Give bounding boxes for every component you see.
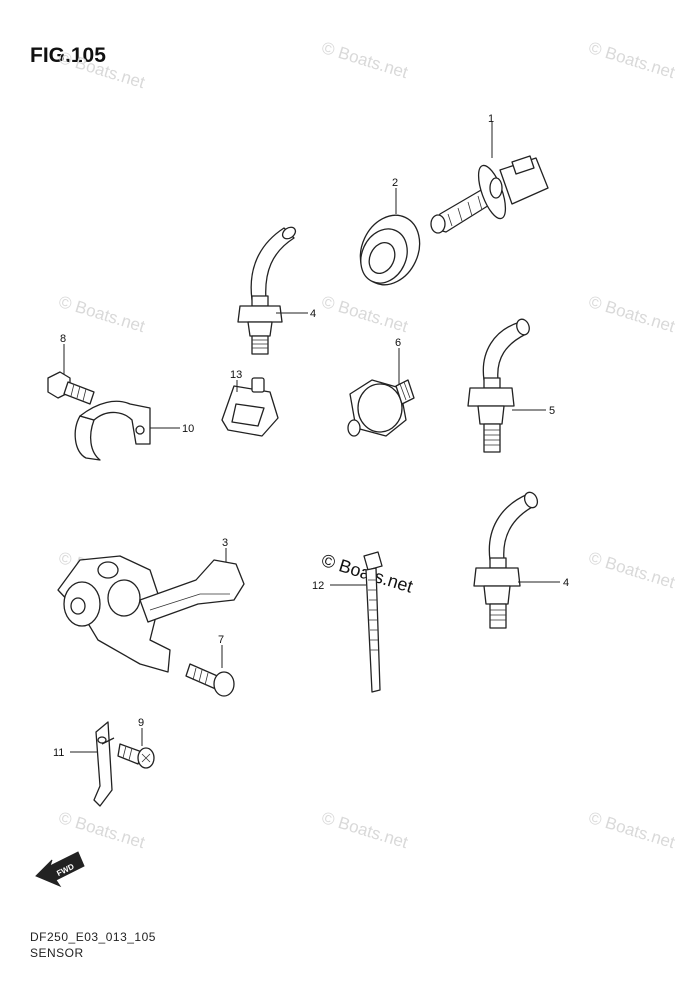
callout-4-lower: 4 <box>563 577 569 589</box>
callout-5: 5 <box>549 405 555 417</box>
part-9-screw <box>117 743 155 769</box>
part-4-sensor-upper <box>237 226 297 355</box>
figure-title: FIG.105 <box>30 44 106 67</box>
part-8-bolt <box>47 371 95 405</box>
figure-code: DF250_E03_013_105 <box>30 930 156 944</box>
part-10-clamp <box>74 400 151 461</box>
callout-11: 11 <box>53 747 64 759</box>
part-2-grommet <box>359 214 421 286</box>
callout-10: 10 <box>182 423 194 435</box>
leader-lines <box>63 122 560 753</box>
callout-12: 12 <box>312 580 324 592</box>
callout-8: 8 <box>60 333 66 345</box>
figure-caption: SENSOR <box>30 946 84 960</box>
part-3-sensor-assembly <box>57 555 245 673</box>
part-7-bolt <box>185 663 235 697</box>
part-13-clip <box>221 377 279 437</box>
part-11-clip <box>93 721 115 807</box>
part-6-sensor <box>347 379 415 437</box>
part-1-sensor <box>430 155 549 234</box>
part-12-cable-tie <box>363 551 383 693</box>
callout-13: 13 <box>230 369 242 381</box>
callout-6: 6 <box>395 337 401 349</box>
part-4-sensor-lower <box>473 491 539 629</box>
part-5-sensor <box>467 318 530 453</box>
fwd-arrow-icon: FWD <box>35 851 85 888</box>
callout-1: 1 <box>488 113 494 125</box>
callout-9: 9 <box>138 717 144 729</box>
callout-4: 4 <box>310 308 316 320</box>
callout-7: 7 <box>218 634 224 646</box>
callout-3: 3 <box>222 537 228 549</box>
callout-2: 2 <box>392 177 398 189</box>
